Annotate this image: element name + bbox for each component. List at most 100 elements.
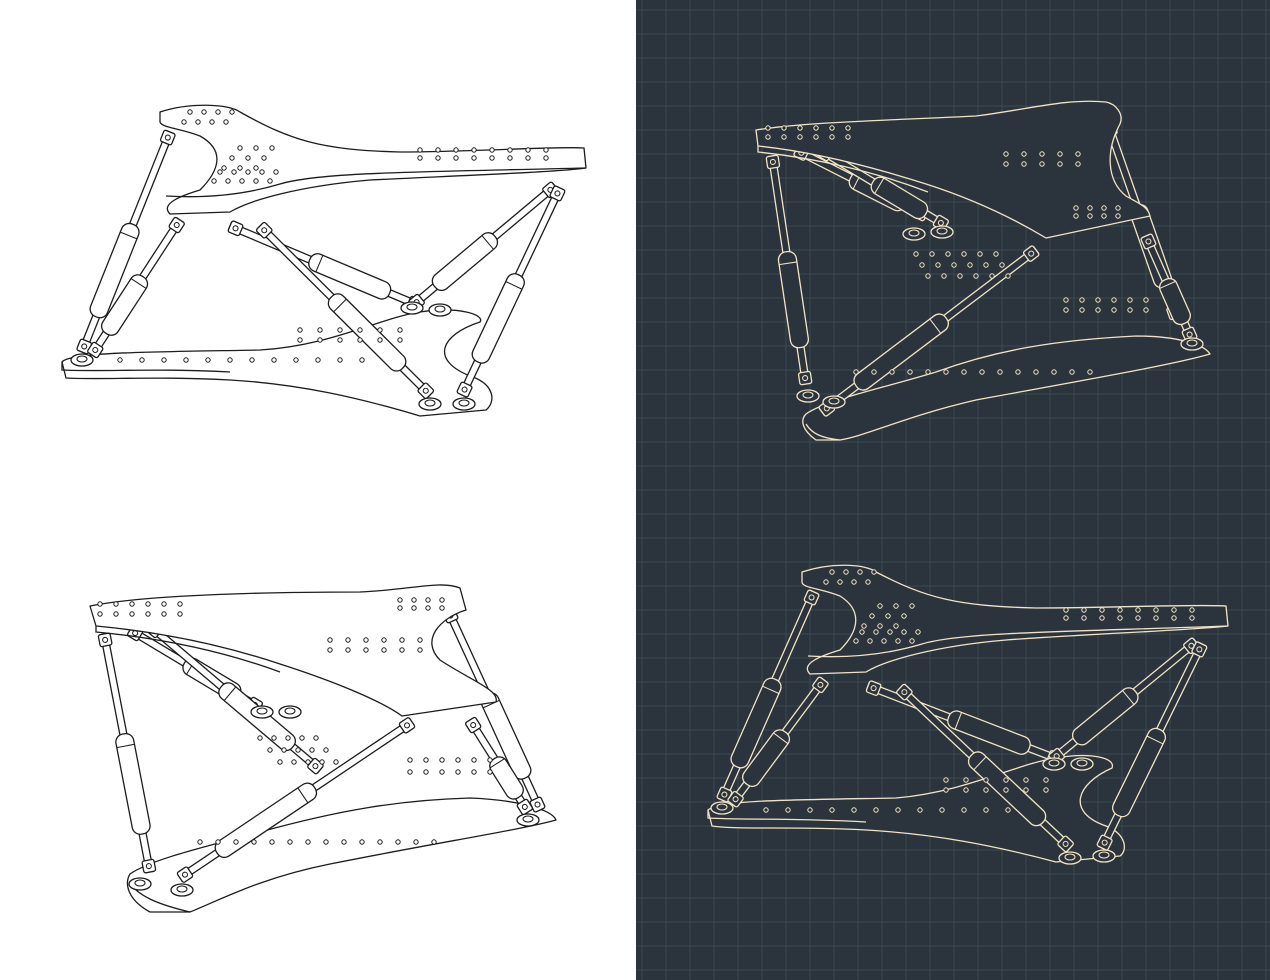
bolt-hole: [929, 251, 935, 257]
bolt-hole: [1115, 205, 1121, 211]
bolt-hole: [215, 839, 221, 845]
bolt-hole: [439, 597, 445, 603]
bolt-hole: [919, 262, 925, 268]
bolt-hole: [1081, 615, 1087, 621]
bolt-hole: [941, 273, 947, 279]
bolt-hole: [1171, 607, 1177, 613]
bolt-hole: [359, 357, 365, 363]
bolt-hole: [471, 757, 477, 763]
actuator-leg: [1048, 637, 1200, 765]
bolt-hole: [435, 147, 441, 153]
bolt-hole: [229, 155, 235, 161]
bolt-hole: [843, 569, 849, 575]
bolt-hole: [217, 169, 223, 175]
bolt-hole: [211, 178, 217, 184]
light-panel: [61, 104, 587, 913]
bolt-hole: [765, 125, 771, 131]
light-panel-canvas: [61, 104, 587, 913]
bolt-hole: [215, 109, 221, 115]
bolt-hole: [455, 769, 461, 775]
bolt-hole: [293, 357, 299, 363]
bolt-hole: [411, 597, 417, 603]
actuator-leg: [87, 216, 185, 359]
bolt-hole: [363, 637, 369, 643]
bolt-hole: [853, 638, 859, 644]
bolt-hole: [435, 155, 441, 161]
bolt-hole: [117, 357, 123, 363]
bolt-hole: [853, 369, 859, 375]
bolt-hole: [507, 155, 513, 161]
bolt-hole: [397, 327, 403, 333]
bolt-hole: [305, 839, 311, 845]
bolt-hole: [837, 579, 843, 585]
bolt-hole: [763, 807, 769, 813]
bolt-hole: [915, 629, 921, 635]
bolt-hole: [989, 273, 995, 279]
base-plate-edge: [707, 810, 867, 823]
bolt-hole: [197, 839, 203, 845]
bolt-hole: [967, 262, 973, 268]
bolt-hole: [1099, 607, 1105, 613]
bolt-hole: [317, 337, 323, 343]
bolt-hole: [97, 611, 103, 617]
bolt-hole: [901, 613, 907, 619]
bolt-hole: [907, 369, 913, 375]
bolt-hole: [851, 807, 857, 813]
bolt-hole: [417, 647, 423, 653]
bolt-hole: [363, 647, 369, 653]
bolt-hole: [417, 637, 423, 643]
bolt-hole: [337, 337, 343, 343]
bolt-hole: [357, 337, 363, 343]
bolt-hole: [407, 769, 413, 775]
bolt-hole: [205, 357, 211, 363]
bolt-hole: [309, 747, 315, 753]
bolt-hole: [935, 262, 941, 268]
bolt-hole: [399, 647, 405, 653]
bolt-hole: [1115, 213, 1121, 219]
bolt-hole: [1087, 369, 1093, 375]
bolt-hole: [223, 119, 229, 125]
bolt-hole: [297, 337, 303, 343]
bolt-hole: [881, 638, 887, 644]
bolt-hole: [1003, 161, 1009, 167]
bolt-hole: [227, 357, 233, 363]
bolt-hole: [229, 109, 235, 115]
bolt-hole: [145, 601, 151, 607]
bolt-hole: [1057, 161, 1063, 167]
bolt-hole: [261, 155, 267, 161]
bolt-hole: [1021, 161, 1027, 167]
bolt-hole: [1111, 307, 1117, 313]
bolt-hole: [113, 611, 119, 617]
bolt-hole: [487, 757, 493, 763]
bolt-hole: [245, 155, 251, 161]
bolt-hole: [865, 579, 871, 585]
bolt-hole: [1153, 607, 1159, 613]
bolt-hole: [1023, 777, 1029, 783]
bolt-hole: [399, 637, 405, 643]
bolt-hole: [963, 787, 969, 793]
bolt-hole: [113, 601, 119, 607]
bolt-hole: [327, 637, 333, 643]
bolt-hole: [979, 369, 985, 375]
actuator-leg: [76, 129, 176, 355]
bolt-hole: [267, 178, 273, 184]
bolt-hole: [97, 601, 103, 607]
bolt-hole: [287, 839, 293, 845]
bolt-hole: [901, 629, 907, 635]
bolt-hole: [397, 337, 403, 343]
bolt-hole: [323, 747, 329, 753]
bolt-hole: [423, 769, 429, 775]
bolt-hole: [1171, 615, 1177, 621]
bolt-hole: [397, 605, 403, 611]
bolt-hole: [851, 579, 857, 585]
bolt-hole: [781, 134, 787, 140]
bolt-hole: [221, 165, 227, 171]
bolt-hole: [889, 369, 895, 375]
bolt-hole: [317, 327, 323, 333]
bolt-hole: [993, 251, 999, 257]
bolt-hole: [253, 178, 259, 184]
bolt-hole: [1015, 369, 1021, 375]
hexapod-drawing-bottom-right: [707, 564, 1229, 865]
bolt-hole: [423, 757, 429, 763]
bolt-hole: [285, 735, 291, 741]
